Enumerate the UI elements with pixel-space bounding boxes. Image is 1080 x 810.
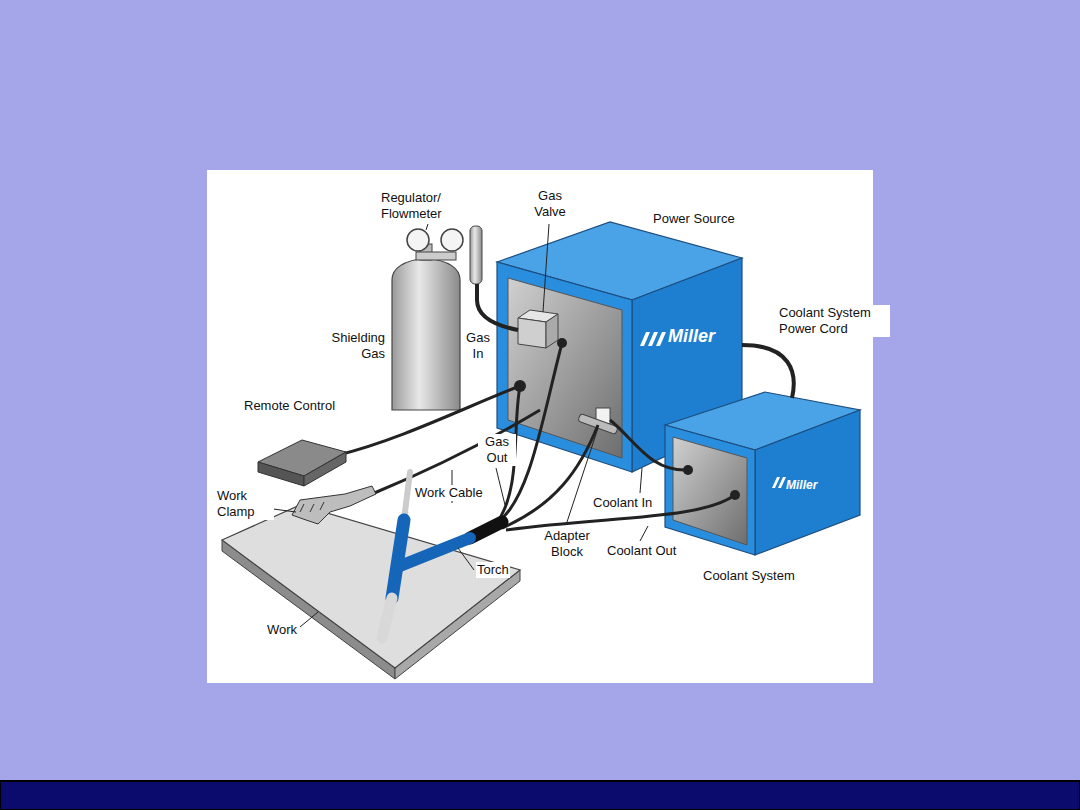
part-label: Gas Out bbox=[478, 434, 516, 466]
leader-line bbox=[640, 526, 648, 541]
coolant-front bbox=[665, 425, 755, 555]
logo-mark bbox=[640, 332, 666, 346]
leader-line bbox=[426, 224, 428, 230]
coolant-side bbox=[755, 410, 860, 555]
part-label: Work bbox=[266, 622, 298, 638]
part-label: Coolant In bbox=[592, 495, 653, 511]
brand-logo-text: Miller bbox=[668, 328, 715, 344]
footer-bar bbox=[0, 781, 1080, 810]
torch-handle bbox=[400, 538, 470, 566]
torch-coolant-hose bbox=[502, 425, 598, 528]
part-label: Adapter Block bbox=[538, 528, 596, 560]
power-source-front bbox=[497, 262, 632, 472]
torch-cup bbox=[382, 598, 392, 638]
gas-valve-side bbox=[546, 314, 558, 348]
torch-cap bbox=[404, 472, 410, 520]
leader-line bbox=[458, 548, 474, 570]
work-cable bbox=[372, 410, 540, 494]
part-label: Power Source bbox=[652, 211, 736, 227]
front-panel bbox=[508, 278, 622, 458]
pressure-gauge bbox=[407, 229, 429, 251]
work-clamp bbox=[292, 486, 376, 524]
torch-head bbox=[392, 520, 404, 598]
gas-valve bbox=[518, 318, 546, 348]
leader-line bbox=[496, 468, 505, 505]
pressure-gauge bbox=[441, 229, 463, 251]
leader-line bbox=[300, 612, 318, 627]
part-label: Coolant Out bbox=[606, 543, 677, 559]
part-label: Torch bbox=[476, 562, 510, 578]
work-plate bbox=[222, 505, 520, 668]
part-label: Work Clamp bbox=[216, 488, 274, 520]
picture-ground bbox=[207, 170, 873, 683]
part-label: Coolant System bbox=[702, 568, 796, 584]
coolant-panel bbox=[673, 437, 747, 545]
adapter-fitting bbox=[578, 413, 618, 434]
foot-pedal-base bbox=[304, 452, 346, 486]
part-label: Gas Valve bbox=[524, 188, 576, 220]
leader-line bbox=[543, 224, 549, 312]
leader-line bbox=[640, 468, 642, 493]
part-label: Regulator/ Flowmeter bbox=[380, 190, 462, 222]
brand-logo-text: Miller bbox=[786, 477, 817, 493]
clamp-teeth bbox=[300, 502, 324, 512]
foot-pedal-base bbox=[258, 462, 304, 486]
gas-in-hose bbox=[477, 284, 518, 330]
part-label: Coolant System Power Cord bbox=[778, 305, 890, 337]
logo-stripes bbox=[772, 477, 786, 488]
coolant-in-hose bbox=[610, 420, 688, 470]
part-label: Work Cable bbox=[414, 485, 484, 501]
logo-stripes bbox=[640, 332, 666, 346]
part-label: Shielding Gas bbox=[310, 330, 386, 362]
part-label: Gas In bbox=[462, 330, 494, 362]
part-label: Remote Control bbox=[243, 398, 336, 414]
flowmeter-tube bbox=[470, 226, 482, 284]
gas-cylinder bbox=[392, 258, 460, 410]
coolant-out-hose bbox=[506, 495, 735, 530]
regulator-body bbox=[416, 252, 456, 260]
leader-lines bbox=[258, 224, 648, 627]
power-cord bbox=[742, 345, 794, 398]
